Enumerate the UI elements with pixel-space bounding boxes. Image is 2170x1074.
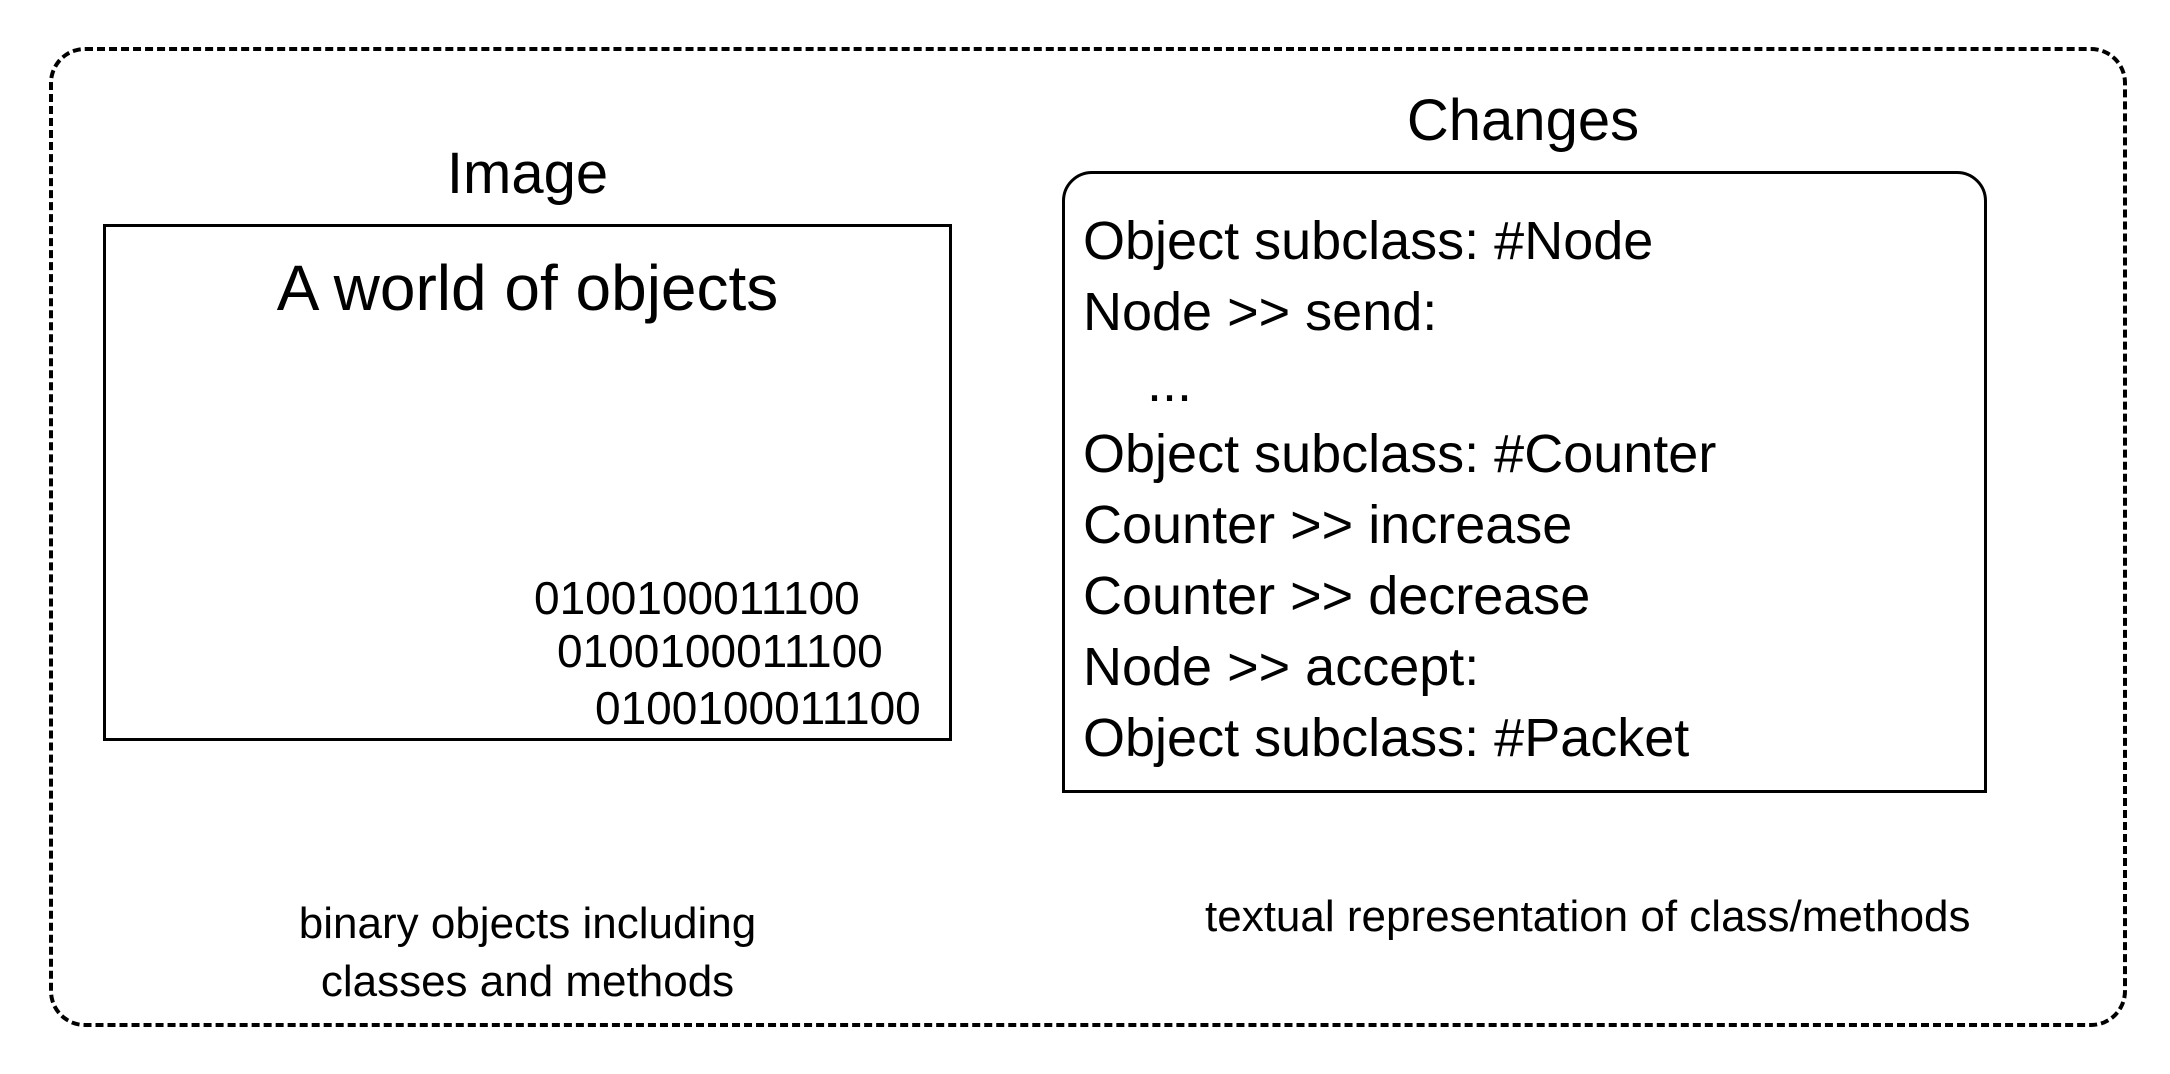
image-heading: A world of objects [276, 252, 779, 324]
change-line-ellipsis: ... [1147, 353, 1193, 413]
image-box: A world of objects 0100100011100 0100100… [103, 224, 952, 741]
outer-dashed-frame [49, 47, 2127, 1027]
binary-line: 0100100011100 [595, 682, 921, 734]
image-caption-line: classes and methods [320, 957, 735, 1006]
change-line: Object subclass: #Node [1083, 211, 1654, 271]
image-panel-title: Image [446, 141, 609, 206]
change-line: Counter >> decrease [1083, 566, 1591, 626]
image-caption-line: binary objects including [298, 899, 757, 948]
image-caption: binary objects including classes and met… [105, 895, 950, 1011]
change-line: Node >> accept: [1083, 637, 1480, 697]
change-line: Object subclass: #Counter [1083, 424, 1717, 484]
change-line: Node >> send: [1083, 282, 1438, 342]
changes-panel-title: Changes [1406, 88, 1640, 153]
binary-line: 0100100011100 [557, 625, 883, 677]
change-line: Counter >> increase [1083, 495, 1573, 555]
changes-box: Object subclass: #Node Node >> send: ...… [1062, 171, 1987, 793]
changes-caption: textual representation of class/methods [1205, 892, 1971, 941]
change-line: Object subclass: #Packet [1083, 708, 1690, 768]
binary-line: 0100100011100 [534, 572, 860, 624]
